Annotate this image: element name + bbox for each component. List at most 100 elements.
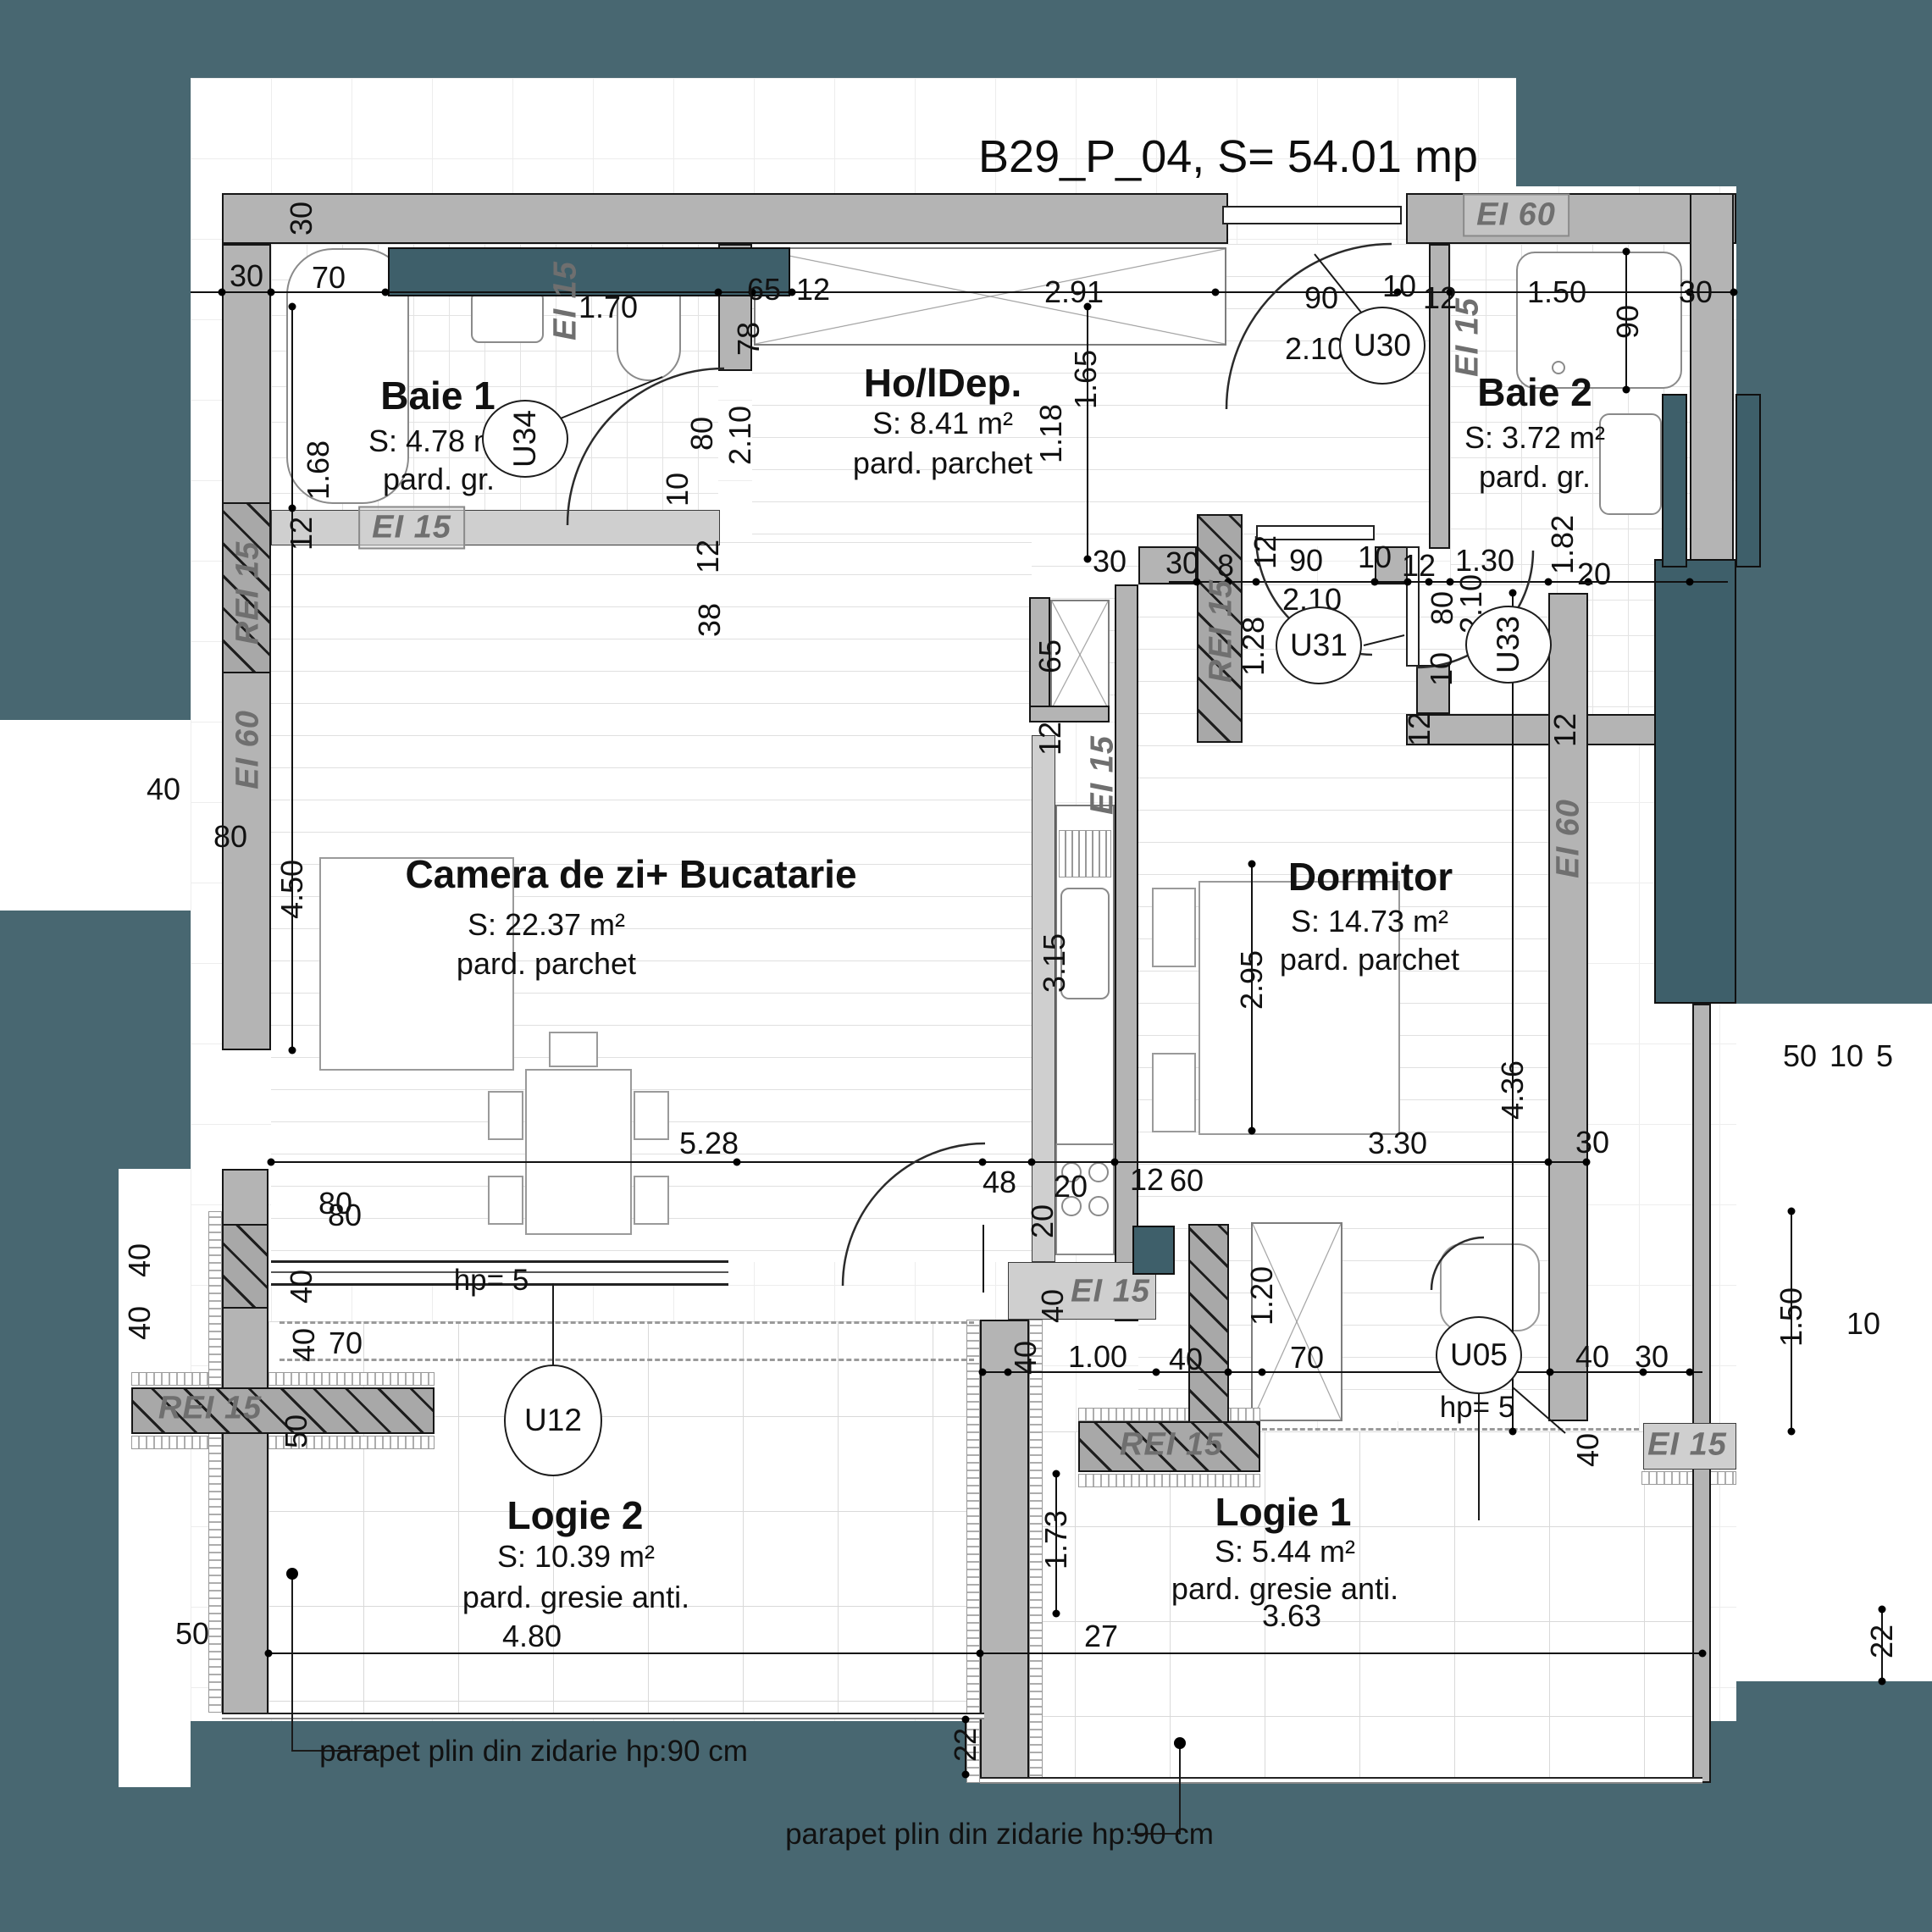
fire-rating-label: EI 60 — [230, 710, 266, 789]
fire-rating-label: REI 15 — [1203, 578, 1239, 684]
window-baie1 — [388, 247, 790, 296]
dimension-line — [191, 291, 1736, 293]
wall-camera-dormitor — [1115, 584, 1138, 1321]
dimension-dot — [381, 288, 390, 296]
dimension-dot — [714, 288, 722, 296]
dimension-dot — [1248, 1127, 1256, 1135]
door-tag-label: U12 — [524, 1403, 582, 1437]
chair — [488, 1091, 523, 1140]
dimension-dot — [1730, 288, 1738, 296]
dimension-label: 2.95 — [1234, 949, 1269, 1010]
dimension-label: 30 — [1165, 545, 1200, 580]
dimension-label: 48 — [982, 1165, 1017, 1199]
wardrobe-dormitor — [1251, 1222, 1342, 1421]
window-baie2-b — [1735, 394, 1761, 567]
room-area-hodep: S: 8.41 m² — [872, 406, 1014, 440]
door-tag-u30: U30 — [1339, 307, 1425, 385]
dimension-label: 40 — [122, 1305, 157, 1341]
dimension-label: 30 — [1092, 544, 1127, 578]
dimension-label: 10 — [660, 472, 695, 507]
dimension-dot — [264, 1649, 273, 1658]
dimension-dot — [1622, 247, 1630, 256]
dimension-line — [1625, 252, 1627, 391]
dimension-dot — [1224, 1368, 1232, 1376]
fire-rating-label: EI 15 — [1449, 297, 1486, 377]
dimension-label: 3.63 — [1261, 1598, 1322, 1633]
dimension-label: 50 — [279, 1414, 313, 1449]
dimension-label: 12 — [1401, 548, 1437, 583]
dimension-dot — [1248, 860, 1256, 868]
dimension-label: 1.18 — [1033, 403, 1068, 464]
dimension-dot — [1052, 1470, 1060, 1478]
dimension-dot — [1509, 1427, 1517, 1436]
wall-baie1-south-ei15 — [271, 510, 720, 545]
dimension-label: 40 — [1008, 1340, 1043, 1376]
sink-baie1 — [471, 291, 544, 343]
window-east — [1654, 559, 1736, 1004]
room-floor-logie1: pard. gresie anti. — [1171, 1571, 1399, 1606]
dimension-dot — [748, 288, 756, 296]
dining-table — [525, 1069, 632, 1235]
note-parapet1: parapet plin din zidarie hp:90 cm — [319, 1735, 748, 1768]
insulation — [131, 1372, 435, 1386]
dimension-dot — [1584, 578, 1592, 586]
nightstand — [1152, 888, 1196, 967]
door-tag-u31: U31 — [1276, 606, 1362, 684]
dimension-dot — [1258, 1368, 1266, 1376]
dimension-line — [271, 1161, 1586, 1163]
dimension-line — [1251, 864, 1253, 1131]
dimension-label: 20 — [1025, 1204, 1060, 1239]
dimension-dot — [1787, 1427, 1796, 1436]
dimension-label: 78 — [731, 321, 766, 357]
parapet-logie2-edge — [222, 1713, 984, 1719]
door-tag-u33: U33 — [1465, 606, 1552, 684]
dimension-label: 4.80 — [501, 1619, 562, 1653]
dimension-dot — [1393, 288, 1402, 296]
dimension-label: 2.10 — [1284, 331, 1345, 366]
dimension-label: 12 — [1422, 280, 1458, 315]
dimension-label: 12 — [1032, 721, 1067, 756]
door-tag-label: U31 — [1290, 628, 1348, 662]
dimension-label: 5.28 — [678, 1126, 739, 1160]
note-hp-logie: hp= 5 — [1439, 1391, 1515, 1424]
dimension-label: 12 — [1248, 534, 1282, 570]
wall-rei15-bottomleft — [131, 1387, 435, 1434]
dimension-dot — [1639, 1368, 1647, 1376]
room-area-camera: S: 22.37 m² — [467, 907, 626, 942]
dimension-dot — [288, 1046, 296, 1055]
wall-dormitor-top1 — [1138, 546, 1197, 584]
dimension-dot — [1787, 1207, 1796, 1215]
dimension-line — [965, 1719, 966, 1774]
dimension-label: 20 — [1576, 556, 1612, 591]
dimension-dot — [1152, 1368, 1160, 1376]
dimension-dot — [976, 1649, 984, 1658]
dimension-label: 4.50 — [274, 859, 309, 920]
door-tag-label: U30 — [1354, 328, 1411, 363]
sofa — [319, 857, 514, 1071]
dimension-dot — [1193, 578, 1201, 586]
dimension-label: 10 — [1846, 1306, 1881, 1341]
fire-rating-label: EI 15 — [1071, 1273, 1150, 1309]
dimension-label: 5 — [1875, 1038, 1894, 1073]
nightstand — [1152, 1053, 1196, 1132]
door-tag-u34: U34 — [482, 400, 568, 478]
shower-drain — [1552, 361, 1565, 374]
dimension-label: 40 — [1575, 1339, 1610, 1374]
dimension-label: 38 — [692, 602, 727, 638]
room-name-camera: Camera de zi+ Bucatarie — [405, 852, 857, 896]
door-tag-label: U33 — [1490, 616, 1525, 673]
room-name-logie1: Logie 1 — [1215, 1490, 1352, 1534]
floor-logie1 — [980, 1431, 1692, 1777]
dimension-label: 80 — [327, 1198, 363, 1232]
fire-rating-label: REI 15 — [230, 540, 266, 645]
burner — [1088, 1196, 1109, 1216]
burner — [1088, 1162, 1109, 1182]
dimension-dot — [1110, 1158, 1119, 1166]
wall-shaft-bottom — [1029, 706, 1110, 722]
plan-title: B29_P_04, S= 54.01 mp — [978, 131, 1478, 182]
dimension-label: 60 — [1169, 1163, 1204, 1198]
room-name-logie2: Logie 2 — [507, 1493, 644, 1537]
dimension-label: 2.91 — [1044, 274, 1104, 309]
dimension-dot — [1211, 288, 1220, 296]
dimension-label: 70 — [328, 1326, 363, 1360]
